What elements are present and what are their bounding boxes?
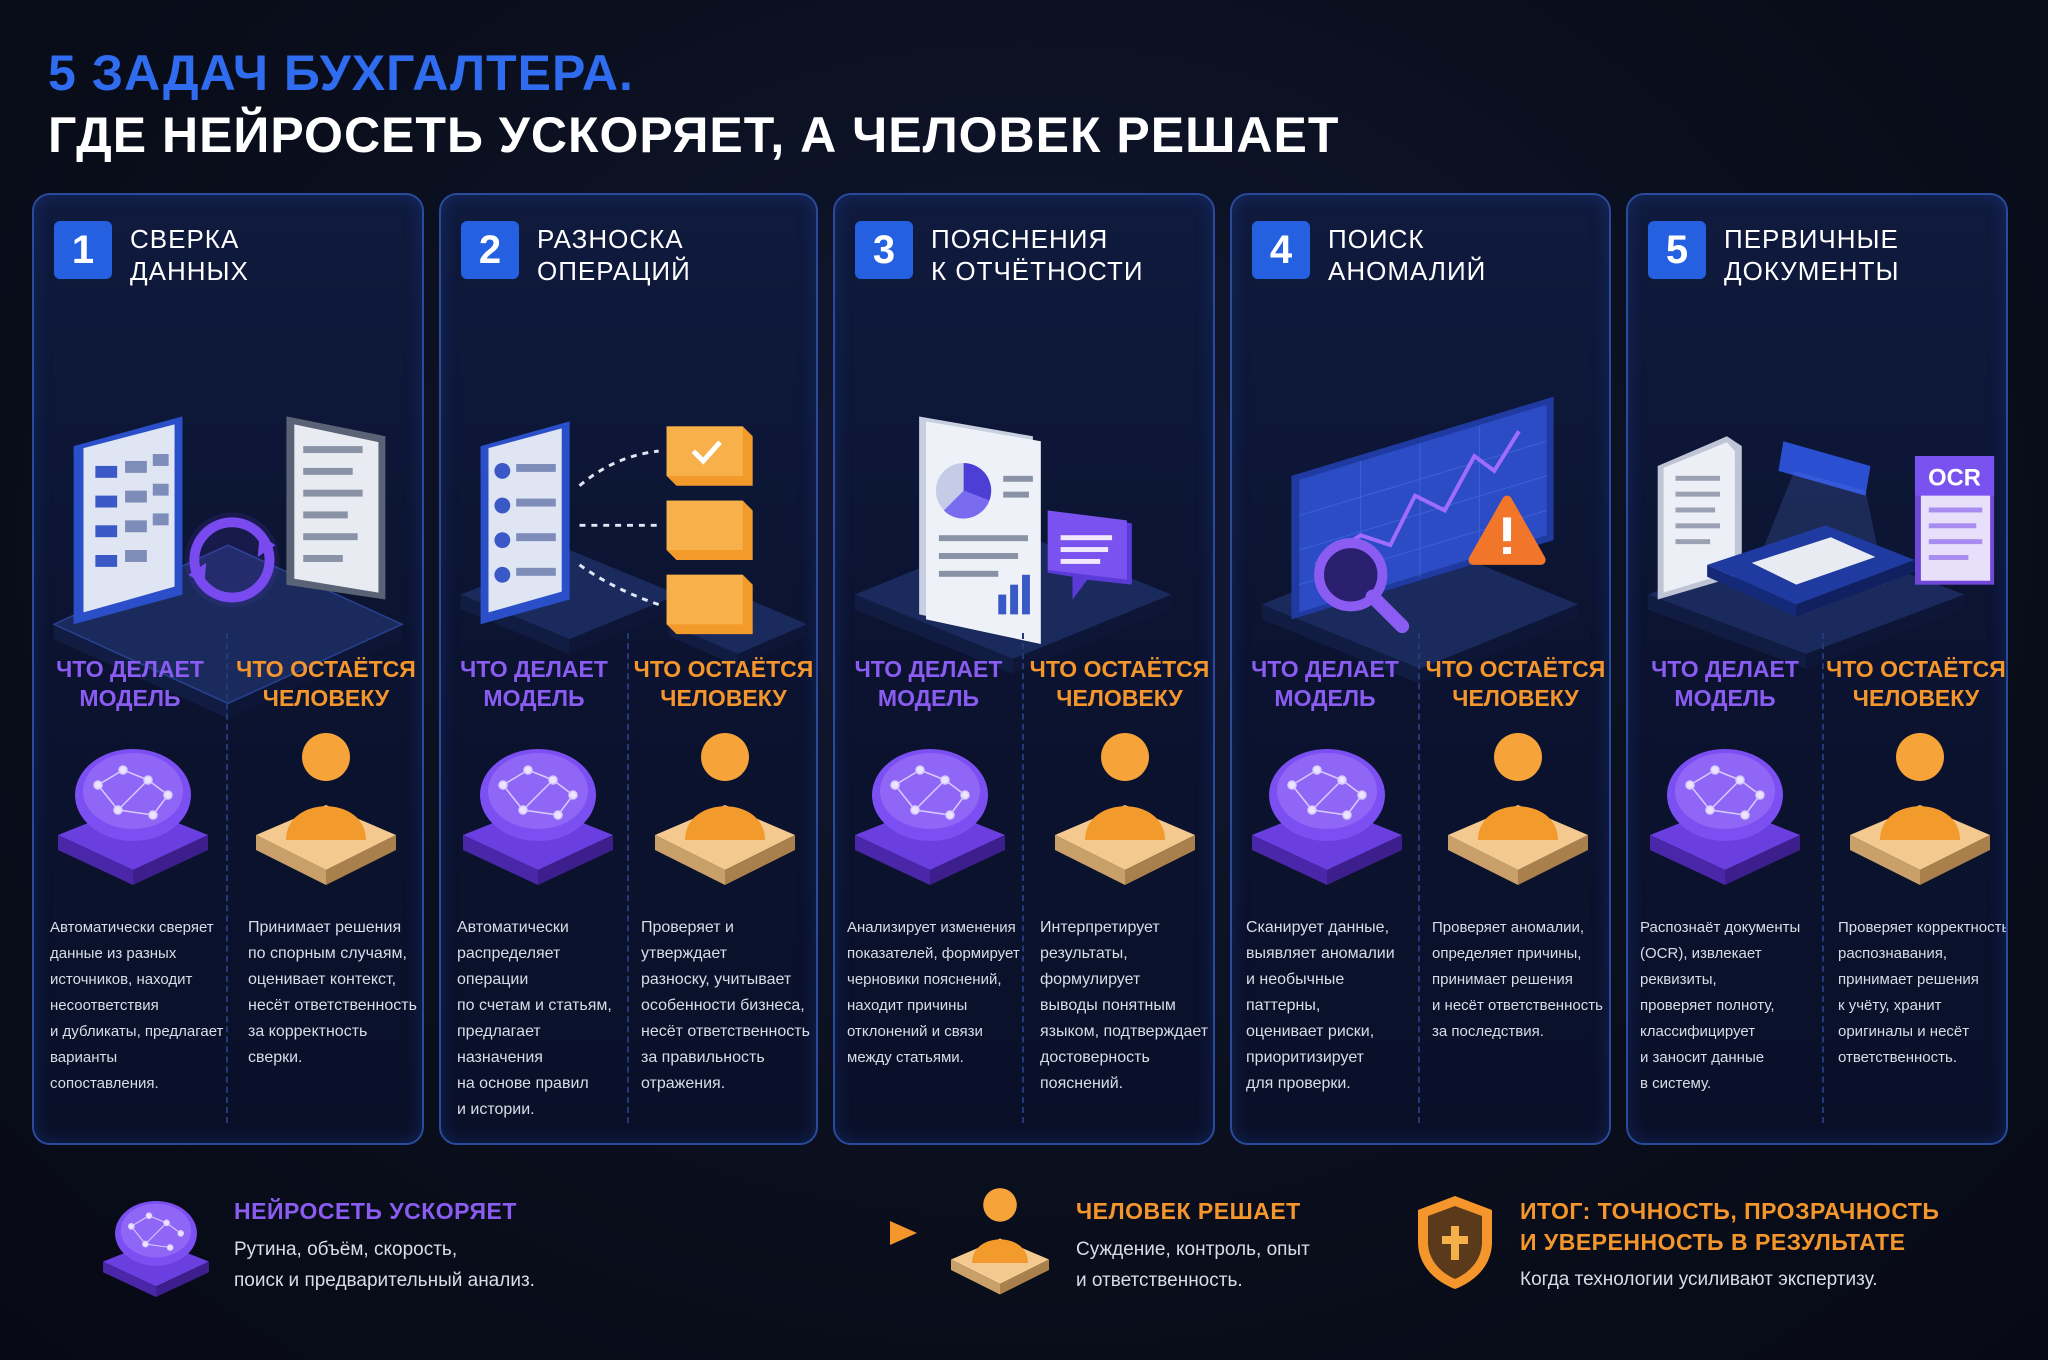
page-title-line2: ГДЕ НЕЙРОСЕТЬ УСКОРЯЕТ, А ЧЕЛОВЕК РЕШАЕТ: [48, 107, 1340, 163]
model-column-heading: ЧТО ДЕЛАЕТ МОДЕЛЬ: [1651, 656, 1799, 711]
task-number-badge: 4: [1252, 221, 1310, 279]
model-description: Распознаёт документы (OCR), извлекает ре…: [1640, 919, 1801, 1092]
task-title: РАЗНОСКА ОПЕРАЦИЙ: [537, 224, 691, 286]
model-description: Автоматически распределяет операции по с…: [457, 919, 612, 1118]
neural-brain-icon: [1650, 749, 1800, 885]
task-title: ПЕРВИЧНЫЕ ДОКУМЕНТЫ: [1724, 224, 1900, 286]
column-divider: [1022, 633, 1024, 1123]
human-column-heading: ЧТО ОСТАЁТСЯ ЧЕЛОВЕКУ: [1425, 656, 1606, 711]
column-divider: [627, 633, 629, 1123]
human-description: Проверяет и утверждает разноску, учитыва…: [641, 919, 810, 1092]
human-description: Принимает решения по спорным случаям, оц…: [248, 919, 417, 1066]
task-number-badge: 1: [54, 221, 112, 279]
task-cards: 1 СВЕРКА ДАННЫХ ЧТО ДЕЛАЕТ МОДЕЛЬ ЧТО ОС: [32, 193, 2012, 1145]
person-icon: [655, 733, 795, 885]
person-icon: [256, 733, 396, 885]
neural-brain-icon: [58, 749, 208, 885]
column-divider: [1822, 633, 1824, 1123]
task-card-3: 3 ПОЯСНЕНИЯ К ОТЧЁТНОСТИ ЧТО ДЕЛАЕТ МОДЕ…: [833, 193, 1215, 1145]
neural-brain-icon: [855, 749, 1005, 885]
ai-summary-title: НЕЙРОСЕТЬ УСКОРЯЕТ: [234, 1198, 517, 1224]
person-icon: [1448, 733, 1588, 885]
person-icon: [1055, 733, 1195, 885]
human-summary-title: ЧЕЛОВЕК РЕШАЕТ: [1076, 1198, 1301, 1224]
task-title: ПОЯСНЕНИЯ К ОТЧЁТНОСТИ: [931, 224, 1144, 286]
model-column-heading: ЧТО ДЕЛАЕТ МОДЕЛЬ: [854, 656, 1003, 711]
column-divider: [1418, 633, 1420, 1123]
page-title-line1: 5 ЗАДАЧ БУХГАЛТЕРА.: [48, 45, 634, 101]
neural-brain-icon: [103, 1200, 209, 1297]
data-reconciliation-icon: [52, 416, 404, 719]
human-description: Проверяет аномалии, определяет причины, …: [1432, 919, 1603, 1040]
task-card-1: 1 СВЕРКА ДАННЫХ ЧТО ДЕЛАЕТ МОДЕЛЬ ЧТО ОС: [32, 193, 424, 1145]
neural-brain-icon: [1252, 749, 1402, 885]
model-description: Автоматически сверяет данные из разных и…: [50, 919, 224, 1092]
arrow-icon: [576, 1221, 917, 1245]
anomaly-search-icon: [1261, 396, 1579, 684]
report-explanations-icon: [854, 416, 1172, 674]
model-column-heading: ЧТО ДЕЛАЕТ МОДЕЛЬ: [1251, 656, 1399, 711]
task-card-2: 2 РАЗНОСКА ОПЕРАЦИЙ ЧТО: [439, 193, 818, 1145]
shield-icon: [1418, 1196, 1492, 1289]
human-column-heading: ЧТО ОСТАЁТСЯ ЧЕЛОВЕКУ: [236, 656, 416, 711]
person-icon: [1850, 733, 1990, 885]
human-column-heading: ЧТО ОСТАЁТСЯ ЧЕЛОВЕКУ: [633, 656, 814, 711]
task-title: ПОИСК АНОМАЛИЙ: [1328, 224, 1487, 286]
operations-posting-icon: [460, 421, 808, 666]
model-description: Анализирует изменения показателей, форми…: [847, 919, 1020, 1066]
task-number-badge: 3: [855, 221, 913, 279]
human-summary-text: Суждение, контроль, опыт и ответственнос…: [1076, 1239, 1310, 1291]
model-column-heading: ЧТО ДЕЛАЕТ МОДЕЛЬ: [56, 656, 204, 711]
human-description: Интерпретирует результаты, формулирует в…: [1040, 919, 1209, 1092]
task-card-5: 5 ПЕРВИЧНЫЕ ДОКУМЕНТЫ OCR ЧТО ДЕЛАЕТ М: [1626, 193, 2008, 1145]
task-title: СВЕРКА ДАННЫХ: [130, 224, 249, 286]
model-description: Сканирует данные, выявляет аномалии и не…: [1246, 919, 1395, 1092]
result-summary-title: ИТОГ: ТОЧНОСТЬ, ПРОЗРАЧНОСТЬ И УВЕРЕННОС…: [1520, 1198, 1940, 1255]
task-card-4: 4 ПОИСК АНОМАЛИЙ ЧТО ДЕЛАЕТ МОДЕЛЬ ЧТО О…: [1230, 193, 1611, 1145]
human-description: Проверяет корректность распознавания, пр…: [1838, 919, 2008, 1066]
neural-brain-icon: [463, 749, 613, 885]
model-column-heading: ЧТО ДЕЛАЕТ МОДЕЛЬ: [460, 656, 608, 711]
task-number-badge: 2: [461, 221, 519, 279]
person-icon: [951, 1188, 1049, 1295]
summary-footer: НЕЙРОСЕТЬ УСКОРЯЕТ Рутина, объём, скорос…: [0, 1160, 2048, 1360]
primary-documents-icon: OCR: [1647, 436, 1995, 669]
column-divider: [226, 633, 228, 1123]
result-summary-text: Когда технологии усиливают экспертизу.: [1520, 1269, 1878, 1290]
human-column-heading: ЧТО ОСТАЁТСЯ ЧЕЛОВЕКУ: [1029, 656, 1210, 711]
human-column-heading: ЧТО ОСТАЁТСЯ ЧЕЛОВЕКУ: [1826, 656, 2006, 711]
ai-summary-text: Рутина, объём, скорость, поиск и предвар…: [234, 1239, 535, 1291]
ocr-label: OCR: [1928, 466, 1981, 492]
task-number-badge: 5: [1648, 221, 1706, 279]
